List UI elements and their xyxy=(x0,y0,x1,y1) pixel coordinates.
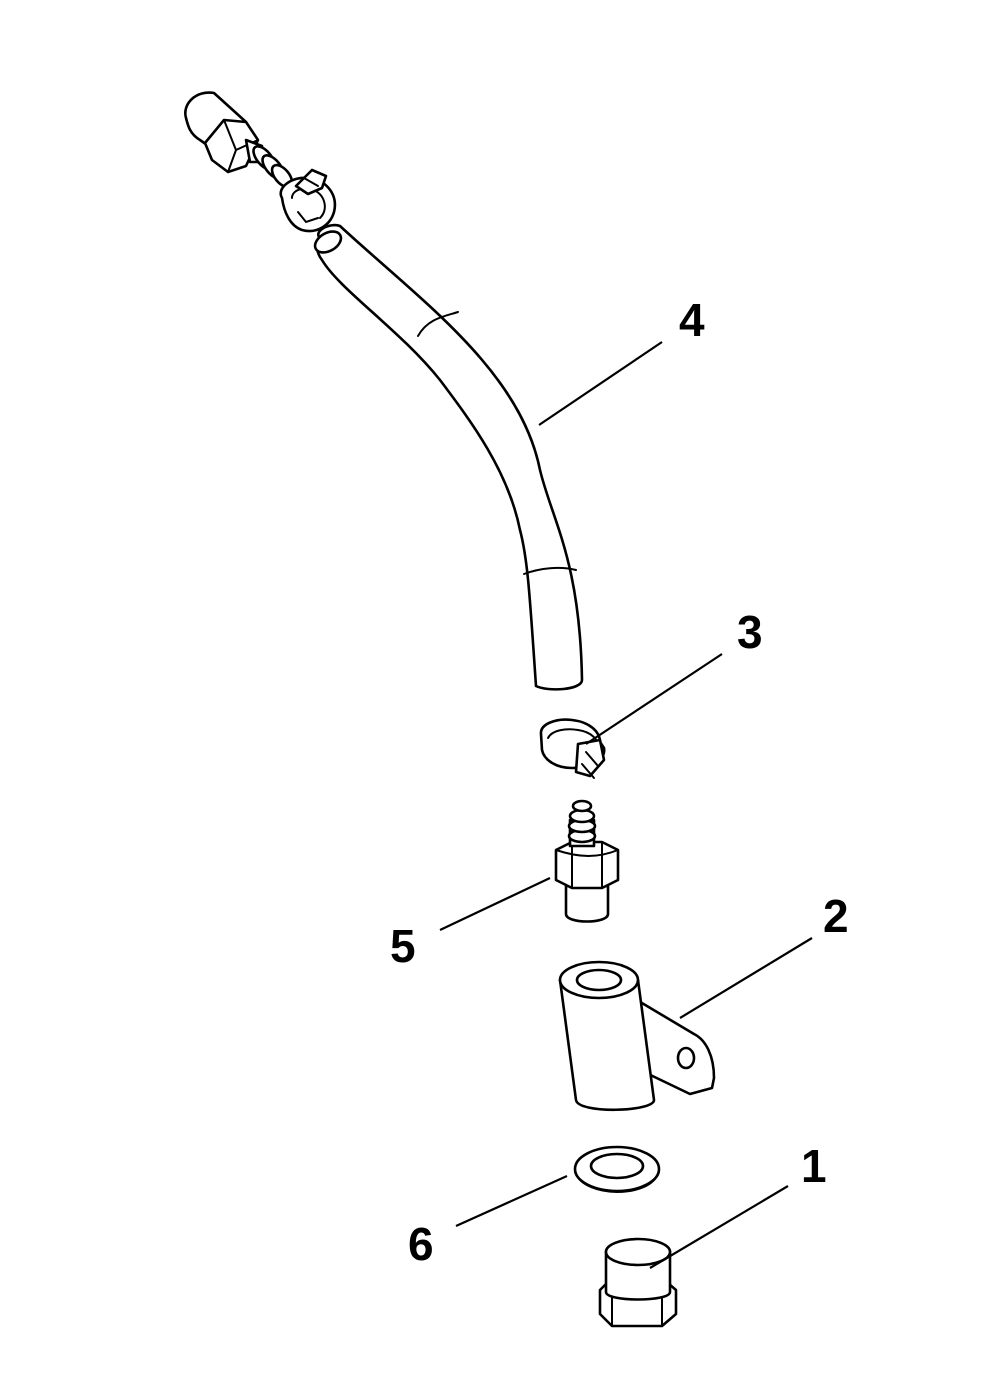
leader-line-6 xyxy=(455,1174,568,1228)
leader-line-4 xyxy=(538,341,663,426)
leader-line-1 xyxy=(649,1185,789,1269)
hose xyxy=(313,223,584,691)
bracket-sleeve-part-2 xyxy=(558,960,716,1112)
washer-part-6 xyxy=(573,1145,661,1194)
barbed-fitting-part-5 xyxy=(554,799,620,923)
leader-line-2 xyxy=(679,937,813,1019)
callout-5: 5 xyxy=(390,920,416,972)
leader-lines xyxy=(439,341,813,1269)
callout-6: 6 xyxy=(408,1218,434,1270)
callout-1: 1 xyxy=(801,1140,827,1192)
top-hose-fitting xyxy=(184,91,294,189)
plug-part-1 xyxy=(598,1237,678,1328)
hose-clamp-part-3 xyxy=(539,718,606,779)
callout-4: 4 xyxy=(679,294,705,346)
leader-line-3 xyxy=(585,653,723,745)
callout-3: 3 xyxy=(737,606,763,658)
top-hose-clamp xyxy=(279,168,337,233)
leader-line-5 xyxy=(439,877,551,931)
callout-2: 2 xyxy=(823,890,849,942)
